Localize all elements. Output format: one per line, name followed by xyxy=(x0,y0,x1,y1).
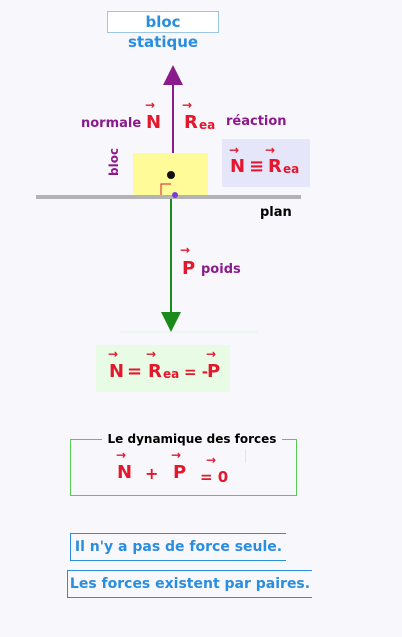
eq2-equals: = xyxy=(127,361,143,382)
eq2-equals-minus: = - xyxy=(184,363,209,381)
eq2-n: N xyxy=(109,361,125,382)
dyn-arrow-p: → xyxy=(171,448,182,462)
vector-n: N xyxy=(146,112,162,133)
dynamique-title: Le dynamique des forces xyxy=(102,429,282,449)
label-poids: poids xyxy=(201,262,241,277)
ground-plane xyxy=(36,195,301,199)
eq2-arrow-r: → xyxy=(146,347,157,361)
message-no-single-force: Il n'y a pas de force seule. xyxy=(70,533,286,561)
vector-arrow-n: → xyxy=(145,98,156,112)
page-title: bloc statique xyxy=(107,11,219,51)
eq1-subscript: ea xyxy=(283,162,300,176)
eq2-subscript: ea xyxy=(163,367,180,381)
dyn-p: P xyxy=(173,462,187,483)
eq2-arrow-p: → xyxy=(206,347,217,361)
vector-arrow-p: → xyxy=(180,243,191,257)
equality-box xyxy=(96,345,230,392)
contact-point-dot xyxy=(172,192,178,198)
dyn-equals-zero: = 0 xyxy=(200,468,229,486)
label-bloc: bloc xyxy=(107,147,121,176)
vector-r: R xyxy=(184,112,198,133)
dyn-n: N xyxy=(117,462,133,483)
equivalence-box xyxy=(222,139,310,187)
eq2-arrow-n: → xyxy=(108,347,119,361)
label-reaction: réaction xyxy=(226,114,287,129)
label-plan: plan xyxy=(260,205,292,220)
vector-r-subscript: ea xyxy=(199,118,216,132)
eq1-arrow-r: → xyxy=(265,143,276,157)
dyn-arrow-n: → xyxy=(116,448,127,462)
dyn-faint-bar xyxy=(245,449,246,463)
eq1-arrow-n: → xyxy=(229,143,240,157)
dyn-plus: + xyxy=(145,464,159,483)
dyn-arrow-zero: → xyxy=(206,453,217,467)
eq1-equiv: ≡ xyxy=(249,156,265,177)
center-of-mass-dot xyxy=(167,171,175,179)
eq1-r: R xyxy=(268,156,282,177)
right-angle-mark xyxy=(160,183,171,195)
vector-p: P xyxy=(182,258,196,279)
message-forces-in-pairs: Les forces existent par paires. xyxy=(67,570,312,598)
eq2-p: P xyxy=(207,361,221,382)
eq2-r: R xyxy=(148,361,162,382)
eq1-n: N xyxy=(230,156,246,177)
vector-arrow-r: → xyxy=(182,98,193,112)
label-normale: normale xyxy=(81,116,142,131)
